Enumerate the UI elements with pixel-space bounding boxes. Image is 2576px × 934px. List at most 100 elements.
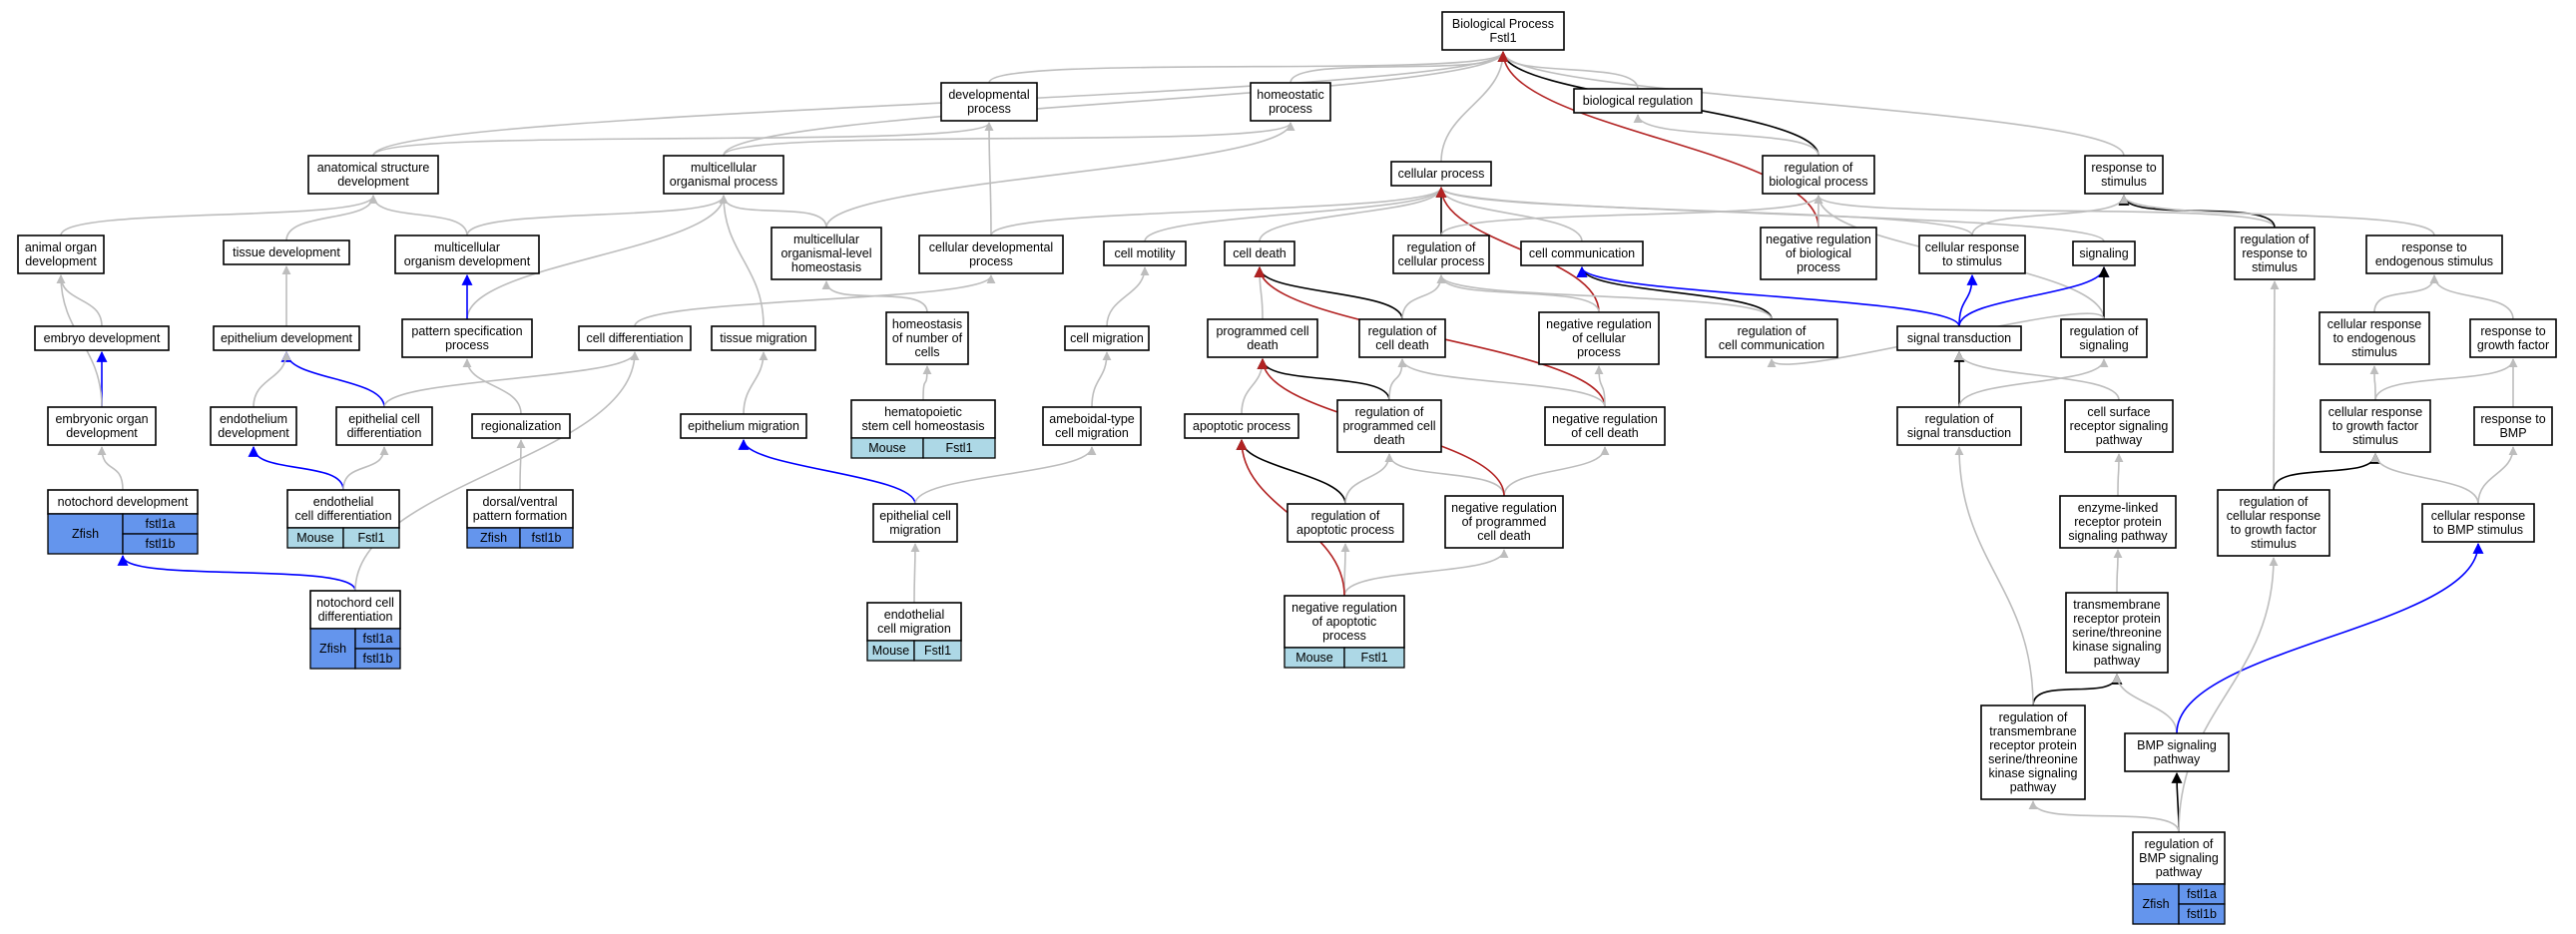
edge-is-a: [2370, 453, 2479, 505]
edge-positively-regulates: [2176, 542, 2484, 734]
go-term-tissuemig[interactable]: tissue migration: [711, 325, 816, 351]
go-term-bioreg[interactable]: biological regulation: [1573, 88, 1703, 114]
gene-label: fstl1a: [363, 632, 393, 646]
go-term-apoptosis[interactable]: apoptotic process: [1184, 413, 1299, 439]
go-term-epimig[interactable]: epithelium migration: [680, 413, 807, 439]
go-term-label-line: programmed cell: [1216, 324, 1308, 338]
go-term-label-line: cellular response: [1925, 240, 2020, 254]
go-term-box: [711, 325, 816, 351]
go-term-cellmig[interactable]: cell migration: [1064, 325, 1150, 351]
edge-part-of: [1254, 265, 1403, 320]
go-term-cellproc[interactable]: cellular process: [1390, 161, 1492, 187]
go-term-label-line: cells: [914, 345, 939, 359]
go-term-label-line: notochord cell: [316, 596, 394, 610]
go-term-box: [1207, 318, 1318, 358]
go-term-label-line: cellular developmental: [929, 240, 1053, 254]
gene-label: fstl1b: [363, 652, 393, 666]
go-term-label-line: development: [25, 254, 97, 268]
go-term-sigtrans[interactable]: signal transduction: [1896, 325, 2022, 351]
go-term-box: [1573, 88, 1703, 114]
go-term-signaling[interactable]: signaling: [2072, 240, 2136, 266]
edge-part-of: [2273, 452, 2381, 491]
go-term-celldiff[interactable]: cell differentiation: [578, 325, 692, 351]
go-term-label-line: negative regulation: [1552, 412, 1658, 426]
go-term-regional[interactable]: regionalization: [471, 413, 571, 439]
go-term-celldeath[interactable]: cell death: [1224, 240, 1295, 266]
go-term-box: [1980, 704, 2086, 800]
go-term-cellmotil[interactable]: cell motility: [1103, 240, 1187, 266]
go-term-epidev[interactable]: epithelium development: [213, 325, 360, 351]
go-term-box: [401, 318, 533, 358]
edge-is-a: [1440, 195, 1823, 236]
species-label: Mouse: [872, 644, 910, 658]
go-term-embryodev[interactable]: embryo development: [34, 325, 170, 351]
go-term-label-line: stimulus: [2252, 260, 2298, 274]
species-label: Mouse: [296, 531, 334, 545]
edge-is-a: [97, 446, 124, 491]
go-term-box: [223, 239, 350, 265]
go-term-tissuedev[interactable]: tissue development: [223, 239, 350, 265]
go-term-label-line: pathway: [2096, 433, 2143, 447]
go-term-box: [1042, 406, 1142, 446]
edge-is-a: [984, 122, 994, 236]
go-term-notocelldiff[interactable]: notochord celldifferentiationZfishfstl1a…: [309, 590, 401, 670]
go-term-label-line: programmed cell: [1342, 419, 1435, 433]
gene-label: Fstl1: [357, 531, 384, 545]
go-term-label-line: pathway: [2010, 780, 2057, 794]
go-term-label-line: regulation of: [1738, 324, 1806, 338]
go-term-cellcomm[interactable]: cell communication: [1520, 240, 1644, 266]
gene-label: fstl1a: [146, 517, 176, 531]
